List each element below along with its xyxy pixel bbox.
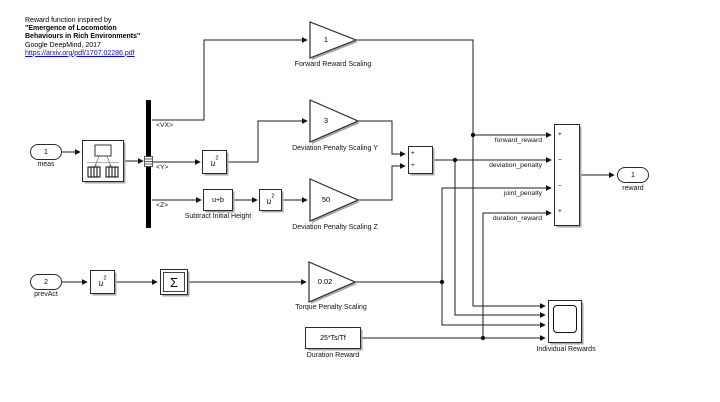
scope-screen-icon — [553, 305, 577, 333]
gain-forward-label: Forward Reward Scaling — [294, 61, 372, 68]
sigma-icon: Σ — [163, 272, 185, 292]
inport-prevact-label: prevAct — [34, 291, 58, 298]
wire-square-devy[interactable] — [227, 118, 308, 163]
outport-reward-label: reward — [622, 185, 644, 192]
square-expression: u2 — [266, 193, 275, 206]
gain-deviation-y-label: Deviation Penalty Scaling Y — [292, 145, 378, 152]
sum-sign-2: − — [558, 157, 562, 164]
signal-label-deviation-penalty: deviation_penalty — [489, 162, 542, 169]
wire-vx-forwardgain[interactable] — [152, 37, 308, 121]
wire-deviation-scope[interactable] — [454, 160, 546, 318]
branch-dot-joint — [439, 279, 445, 285]
inport-prevact-number: 2 — [44, 278, 48, 286]
square-block-y[interactable]: u2 — [202, 150, 227, 174]
duration-reward-label: Duration Reward — [306, 352, 360, 359]
signal-label-z: <Z> — [156, 202, 169, 209]
branch-dot-forward — [470, 132, 476, 138]
signal-label-duration-reward: duration_reward — [492, 215, 542, 222]
gain-forward-block[interactable] — [309, 21, 358, 60]
signal-label-vx: <VX> — [156, 122, 174, 129]
signal-label-joint-penalty: joint_penalty — [503, 190, 542, 197]
subtract-initial-height-block[interactable]: u+b — [203, 189, 233, 211]
demux-input-port-icon — [144, 156, 153, 167]
annotation-line: Behaviours in Rich Environments" — [25, 33, 141, 41]
signal-label-y: <Y> — [156, 164, 169, 171]
square-block-prevact[interactable]: u2 — [90, 270, 115, 294]
gain-deviation-y-value: 3 — [323, 116, 329, 125]
outport-reward-number: 1 — [631, 171, 635, 179]
wire-devy-add[interactable] — [358, 120, 406, 157]
gain-deviation-y-block[interactable] — [309, 99, 360, 144]
wire-joint-scope[interactable] — [441, 282, 546, 328]
add-sign-2: + — [411, 162, 415, 169]
wire-forward-scope[interactable] — [472, 135, 546, 309]
outport-reward[interactable]: 1 — [617, 167, 649, 183]
sum-sign-3: − — [558, 183, 562, 190]
gain-torque-label: Torque Penalty Scaling — [295, 304, 367, 311]
gain-torque-value: 0.02 — [317, 277, 333, 286]
subtract-block-text: u+b — [212, 196, 224, 204]
gain-torque-block[interactable] — [308, 261, 357, 304]
selector-block[interactable] — [82, 140, 124, 182]
branch-dot-duration — [480, 335, 486, 341]
gain-deviation-z-value: 50 — [321, 195, 331, 204]
inport-prevact[interactable]: 2 — [30, 274, 62, 290]
gain-forward-value: 1 — [323, 35, 329, 44]
reward-sum-block[interactable] — [554, 124, 580, 226]
inport-meas-number: 1 — [44, 148, 48, 156]
add-sign-1: + — [411, 150, 415, 157]
square-block-z[interactable]: u2 — [259, 189, 282, 211]
gain-deviation-z-block[interactable] — [309, 178, 360, 223]
wire-duration-sum[interactable] — [482, 210, 552, 338]
wire-devz-add[interactable] — [358, 163, 406, 201]
signal-label-forward-reward: forward_reward — [494, 137, 542, 144]
gain-deviation-z-label: Deviation Penalty Scaling Z — [292, 224, 378, 231]
sum-sign-1: + — [558, 131, 562, 138]
subtract-block-label: Subtract Initial Height — [184, 213, 252, 220]
square-expression: u2 — [210, 155, 219, 168]
duration-block-text: 25*Ts/Tf — [320, 334, 346, 342]
arxiv-link[interactable]: https://arxiv.org/pdf/1707.02286.pdf — [25, 49, 135, 57]
wire-joint-sum[interactable] — [355, 185, 552, 283]
duration-reward-block[interactable]: 25*Ts/Tf — [305, 327, 361, 349]
square-expression: u2 — [98, 275, 107, 288]
annotation-note: Reward function inspired by "Emergence o… — [25, 17, 140, 58]
selector-block-icon — [87, 144, 119, 178]
add-block[interactable] — [408, 146, 433, 174]
sum-of-elements-block[interactable]: Σ — [160, 269, 188, 295]
inport-meas-label: meas — [37, 161, 55, 168]
scope-block[interactable] — [548, 300, 582, 343]
wire-forward-sum[interactable] — [356, 39, 552, 138]
scope-label: Individual Rewards — [536, 346, 596, 353]
sum-sign-4: + — [558, 208, 562, 215]
annotation-line: "Emergence of Locomotion — [25, 25, 117, 33]
annotation-line: Reward function inspired by — [25, 17, 112, 24]
inport-meas[interactable]: 1 — [30, 144, 62, 160]
branch-dot-deviation — [452, 157, 458, 163]
annotation-line: Google DeepMind, 2017 — [25, 41, 101, 49]
